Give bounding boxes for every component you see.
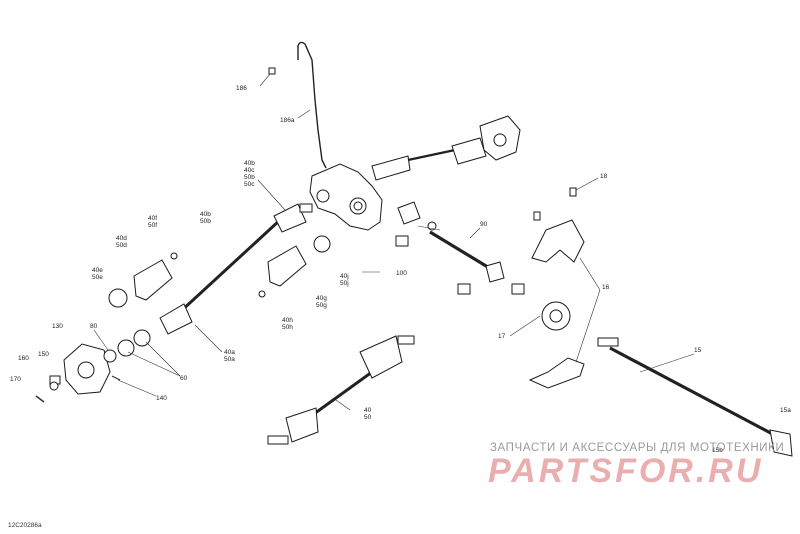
label-17: 17 [498,333,506,340]
label-170: 170 [10,376,21,383]
label-186a: 186a [280,117,295,124]
clamp-40j [313,235,331,253]
fitting-186 [268,67,276,75]
label-15a: 15a [780,407,791,414]
label-50a: 50a [224,356,235,363]
bolt-140 [111,375,121,381]
bearing-bracket-upper [531,219,585,263]
bearing-bracket-lower [528,357,585,389]
label-50h: 50h [282,324,293,331]
left-axle-outer-joint [159,303,193,335]
label-40f: 40f [148,215,157,222]
label-150: 150 [38,351,49,358]
label-50g: 50g [316,302,327,309]
lower-axle-outer-boot [285,407,319,443]
label-60: 60 [180,375,188,382]
clamp-40f [170,252,178,260]
left-axle-inner-boot [273,203,307,233]
label-40h: 40h [282,317,293,324]
label-40e: 40e [92,267,103,274]
u-joint-3 [511,283,525,295]
label-40: 40 [364,407,372,414]
bolt-18b [533,211,541,221]
label-40d: 40d [116,235,127,242]
label-40a: 40a [224,349,235,356]
label-130: 130 [52,323,63,330]
lower-axle-inner-boot [359,335,403,379]
bearing-80 [103,349,117,363]
label-40c: 40c [244,167,255,174]
diagram-reference: 12C20286a [8,522,42,529]
pin-170 [35,395,45,403]
label-160: 160 [18,355,29,362]
yoke-90 [397,201,421,225]
label-15: 15 [694,347,702,354]
label-50c: 50c [244,181,255,188]
watermark-logo: PARTSFOR.RU [488,452,764,490]
label-50d: 50d [116,242,127,249]
label-50b-long: 50b [200,218,211,225]
label-80: 80 [90,323,98,330]
label-40b-long: 40b [200,211,211,218]
boot-40d [133,259,173,301]
u-joint-2 [457,283,471,295]
differential-housing [309,163,383,231]
upper-right-axle-boot [371,155,411,181]
label-40g: 40g [316,295,327,302]
label-40b: 40b [244,160,255,167]
label-100: 100 [396,270,407,277]
label-90: 90 [480,221,488,228]
label-18: 18 [600,173,608,180]
vent-hose [297,41,327,169]
label-50e: 50e [92,274,103,281]
clamp-40e [108,288,128,308]
clamp-40h [258,290,266,298]
leader-lines [93,73,695,411]
label-50b: 50b [244,174,255,181]
watermark-tagline: ЗАПЧАСТИ И АКСЕССУАРЫ ДЛЯ МОТОТЕХНИКИ [490,442,785,454]
u-joint-1 [395,235,409,247]
label-40j: 40j [340,273,349,280]
label-16: 16 [602,284,610,291]
ring-60a [117,339,135,357]
upper-right-axle-boot-outer [451,137,487,165]
label-50f: 50f [148,222,157,229]
boot-40g [267,245,307,287]
bolt-18a [569,187,577,197]
washer-160 [49,381,59,391]
label-186: 186 [236,85,247,92]
label-15b: 15b [712,447,723,454]
label-140: 140 [156,395,167,402]
shaft-end-15a [769,429,793,457]
label-50j: 50j [340,280,349,287]
left-axle-spline [299,203,313,213]
label-50: 50 [364,414,372,421]
